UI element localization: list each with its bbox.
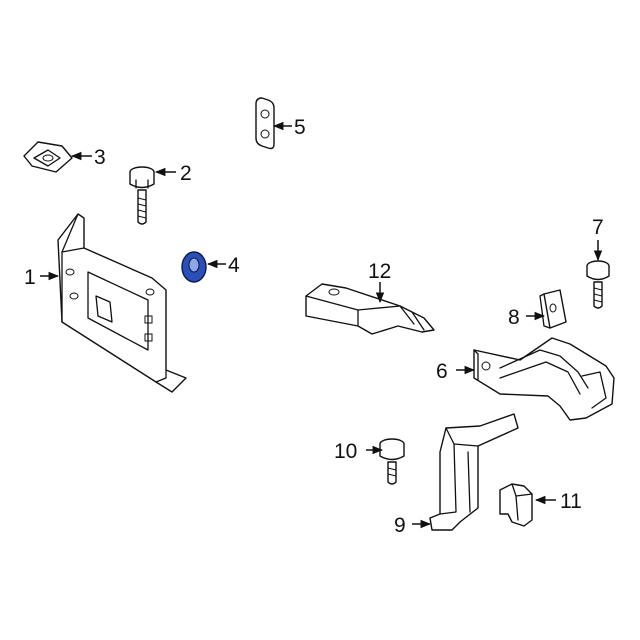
callout-8: 8 [508, 306, 520, 329]
callout-5: 5 [294, 116, 306, 139]
part-4-washer [181, 251, 207, 283]
part-1-bracket [57, 213, 187, 393]
callout-9: 9 [394, 514, 406, 537]
callout-4: 4 [228, 254, 240, 277]
callout-1: 1 [24, 266, 36, 289]
callout-labels: 1 2 3 4 5 6 7 8 9 10 11 12 [24, 116, 604, 537]
part-6-reinforcement [473, 337, 615, 421]
part-7-bolt [586, 260, 610, 309]
part-5-plate [255, 97, 275, 150]
part-3-clip [23, 141, 73, 173]
callout-7: 7 [592, 216, 604, 239]
callout-12: 12 [368, 260, 391, 283]
part-11-clip [499, 483, 533, 527]
part-9-brace [429, 413, 519, 531]
part-10-bolt [379, 438, 405, 485]
callout-11: 11 [560, 490, 582, 513]
part-8-clip [539, 289, 567, 329]
callout-6: 6 [436, 360, 448, 383]
part-12-bracket [305, 283, 435, 335]
callout-2: 2 [180, 162, 192, 185]
callout-10: 10 [334, 440, 357, 463]
callout-3: 3 [94, 146, 106, 169]
callout-arrows [40, 121, 603, 529]
part-2-bolt [129, 166, 155, 225]
